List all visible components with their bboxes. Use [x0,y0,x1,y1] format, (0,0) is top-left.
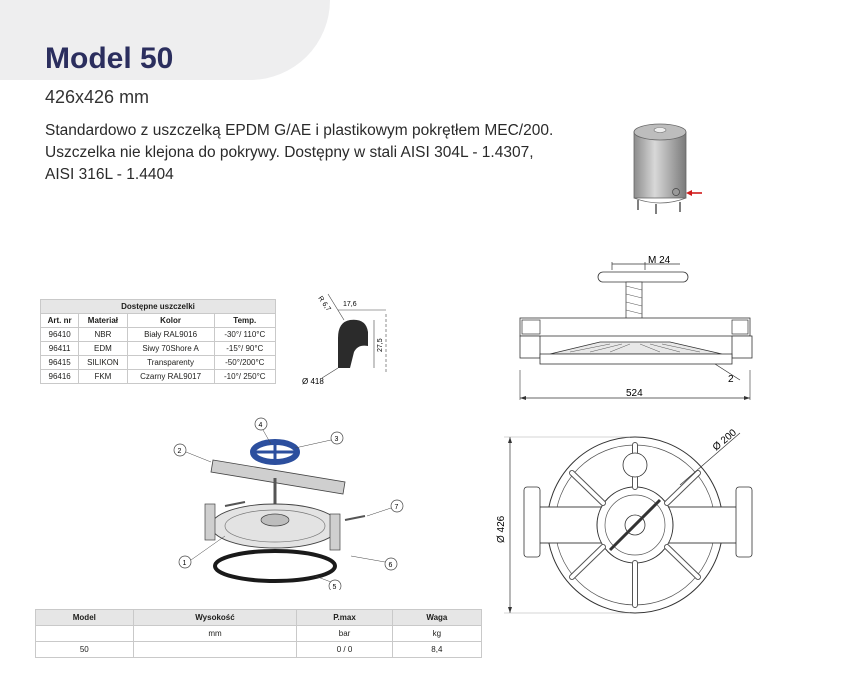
callout-label: 6 [389,562,393,569]
seals-col-header: Art. nr [39,313,80,328]
seals-table: Dostępne uszczelki Art. nr Materiał Kolo… [39,299,277,384]
table-cell: 8,4 [391,641,483,658]
table-row: 96411 EDM Siwy 70Shore A -15°/ 90°C [39,341,277,356]
table-cell: 96416 [39,369,80,384]
unit-cell: kg [391,625,483,642]
callout-label: 5 [333,584,337,590]
unit-cell: bar [296,625,393,642]
side-gap-label: 2 [728,374,734,385]
callout-label: 3 [335,436,339,443]
top-view-drawing: Ø 200 Ø 426 [496,427,753,614]
callout-label: 1 [183,560,187,567]
table-row: 96415 SILIKON Transparenty -50°/200°C [39,355,277,370]
table-cell: 96410 [39,327,80,342]
top-diameter-label: Ø 426 [496,515,507,543]
seal-profile-drawing: R 6,7 17,6 27,5 Ø 418 [302,293,387,386]
table-row: mm bar kg [35,625,483,642]
table-cell: EDM [78,341,128,356]
exploded-assembly-drawing: 2 4 3 1 5 6 7 [173,417,404,590]
table-cell: FKM [78,369,128,384]
spec-col-header: Wysokość [132,609,298,626]
table-cell: Biały RAL9016 [126,327,215,342]
top-handwheel-label: Ø 200 [711,427,739,453]
table-row: 96416 FKM Czarny RAL9017 -10°/ 250°C [39,369,277,384]
table-cell: 96415 [39,355,80,370]
table-cell: Czarny RAL9017 [126,369,215,384]
profile-width-label: 17,6 [343,301,357,308]
seals-col-header: Materiał [78,313,128,328]
seals-col-header: Kolor [126,313,215,328]
table-row: 50 0 / 0 8,4 [35,641,483,658]
header-background-shape [0,0,330,80]
side-thread-label: M 24 [648,255,671,266]
side-width-label: 524 [626,388,643,399]
callout-label: 2 [178,448,182,455]
profile-radius-label: R 6,7 [316,295,331,313]
table-cell: Siwy 70Shore A [126,341,215,356]
table-cell: -10°/ 250°C [213,369,277,384]
spec-col-header: Model [35,609,134,626]
table-cell [132,641,298,658]
tank-illustration [633,123,702,214]
table-cell: NBR [78,327,128,342]
table-cell: 96411 [39,341,80,356]
table-cell: 0 / 0 [296,641,393,658]
dimension-subtitle: 426x426 mm [45,87,150,107]
unit-cell: mm [132,625,298,642]
table-cell: -30°/ 110°C [213,327,277,342]
profile-height-label: 27,5 [377,338,384,352]
unit-cell [35,625,134,642]
side-view-drawing: M 24 524 2 [519,255,753,400]
spec-col-header: P.max [296,609,393,626]
profile-diameter-label: Ø 418 [302,377,324,386]
table-cell: -15°/ 90°C [213,341,277,356]
table-cell: -50°/200°C [213,355,277,370]
spec-col-header: Waga [391,609,483,626]
seals-table-caption: Dostępne uszczelki [40,299,276,314]
table-row: 96410 NBR Biały RAL9016 -30°/ 110°C [39,327,277,342]
spec-table: Model Wysokość P.max Waga mm bar kg 50 0… [35,609,483,658]
table-cell: Transparenty [126,355,215,370]
product-description: Standardowo z uszczelką EPDM G/AE i plas… [45,122,554,183]
table-cell: SILIKON [78,355,128,370]
page-title: Model 50 [45,42,174,75]
callout-label: 7 [395,504,399,511]
table-cell: 50 [35,641,134,658]
callout-label: 4 [259,422,263,429]
seals-col-header: Temp. [213,313,277,328]
